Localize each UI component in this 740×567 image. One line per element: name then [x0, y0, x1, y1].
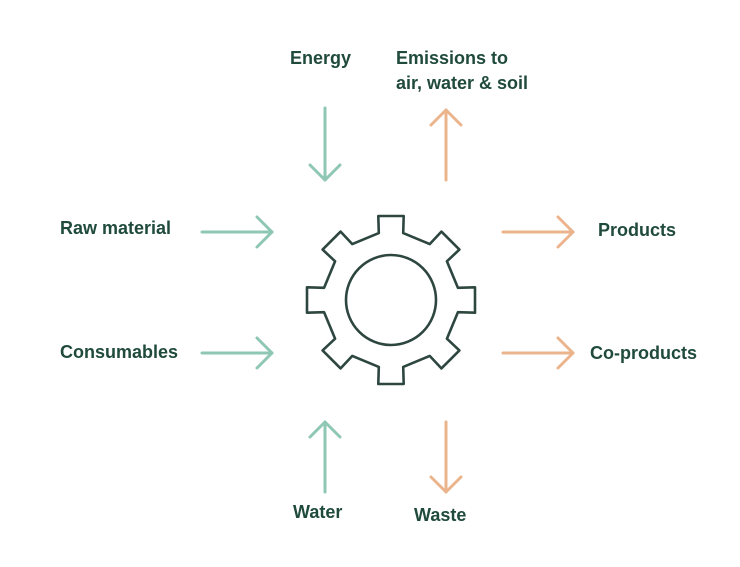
consumables-arrow — [200, 336, 274, 370]
products-arrow — [501, 215, 575, 249]
waste-arrow — [429, 420, 463, 494]
water-arrow — [308, 420, 342, 494]
emissions-label-line2: air, water & soil — [396, 73, 529, 93]
waste-label: Waste — [414, 505, 467, 525]
emissions-arrow — [429, 108, 463, 182]
products-label: Products — [598, 220, 677, 240]
energy-arrow — [308, 106, 342, 182]
co-products-arrow — [501, 336, 575, 370]
consumables-label: Consumables — [60, 342, 179, 362]
co-products-label: Co-products — [590, 343, 697, 363]
water-label: Water — [293, 502, 343, 522]
emissions-label-line1: Emissions to — [396, 48, 509, 68]
raw-material-arrow — [200, 215, 274, 249]
energy-label: Energy — [290, 48, 352, 68]
gear-icon — [305, 214, 477, 386]
emissions-label: Emissions to air, water & soil — [396, 46, 528, 96]
raw-material-label: Raw material — [60, 218, 172, 238]
